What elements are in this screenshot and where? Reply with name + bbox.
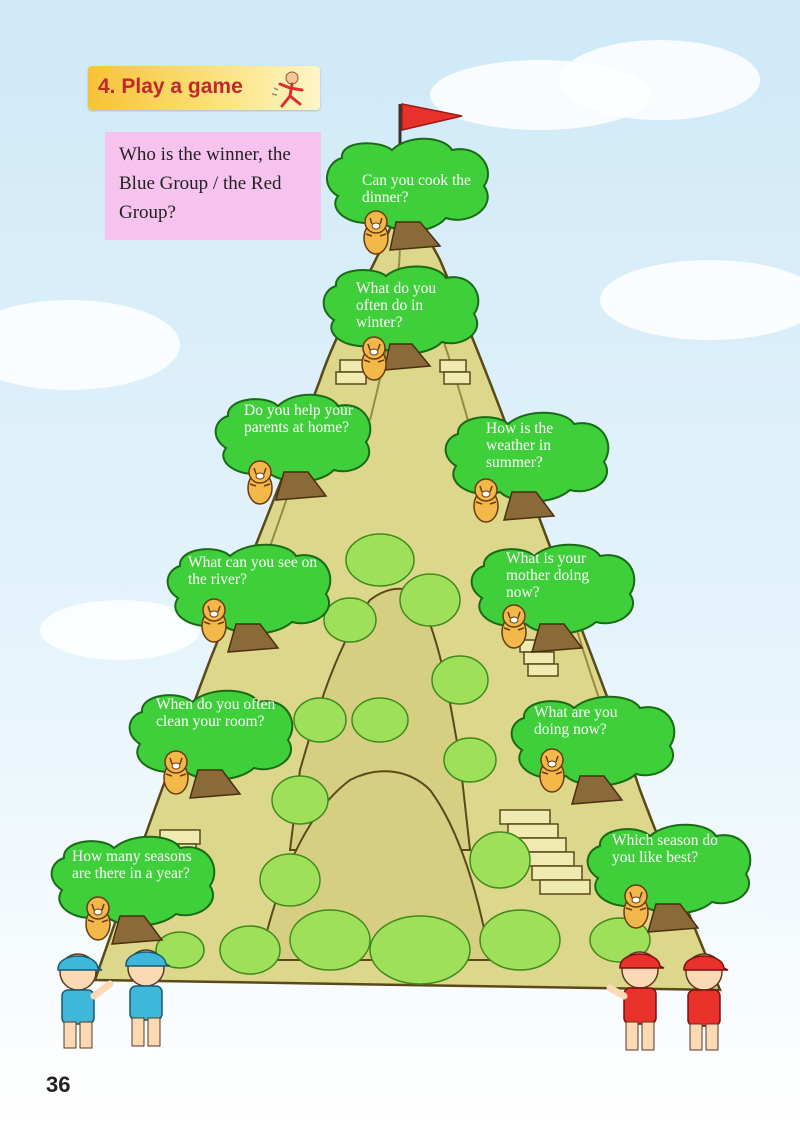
cloud xyxy=(560,40,760,120)
bushes xyxy=(155,533,651,985)
question-bubble-1: Can you cook the dinner? xyxy=(362,172,471,206)
section-title-badge: 4. Play a game xyxy=(88,66,320,110)
section-title: 4. Play a game xyxy=(98,75,243,98)
tree-trunks xyxy=(110,221,700,945)
page-number: 36 xyxy=(46,1072,71,1097)
red-group-kids xyxy=(606,951,729,1051)
bubble-shape-3 xyxy=(214,393,372,483)
question-bubble-10: Which season do you like best? xyxy=(612,832,718,866)
question-bubble-8: What are you doing now? xyxy=(534,704,618,738)
question-bubble-2: What do you often do in winter? xyxy=(356,280,437,331)
cloud xyxy=(40,600,200,660)
blue-group-kids xyxy=(57,949,171,1049)
running-boy-icon xyxy=(271,71,304,108)
question-bubble-9: How many seasons are there in a year? xyxy=(72,848,192,882)
cloud xyxy=(0,300,180,390)
question-bubble-5: What can you see on the river? xyxy=(188,554,318,588)
bubble-shape-2 xyxy=(322,265,480,355)
question-bubble-4: How is the weather in summer? xyxy=(486,420,554,471)
bubble-shape-1 xyxy=(326,137,490,232)
cloud xyxy=(600,260,800,340)
question-bubble-6: What is your mother doing now? xyxy=(506,550,590,601)
question-text: Who is the winner, the Blue Group / the … xyxy=(119,144,291,223)
question-bubble-7: When do you often clean your room? xyxy=(156,696,276,730)
question-box: Who is the winner, the Blue Group / the … xyxy=(105,132,321,240)
question-bubble-3: Do you help your parents at home? xyxy=(244,402,353,436)
tiger-icon xyxy=(85,210,649,941)
